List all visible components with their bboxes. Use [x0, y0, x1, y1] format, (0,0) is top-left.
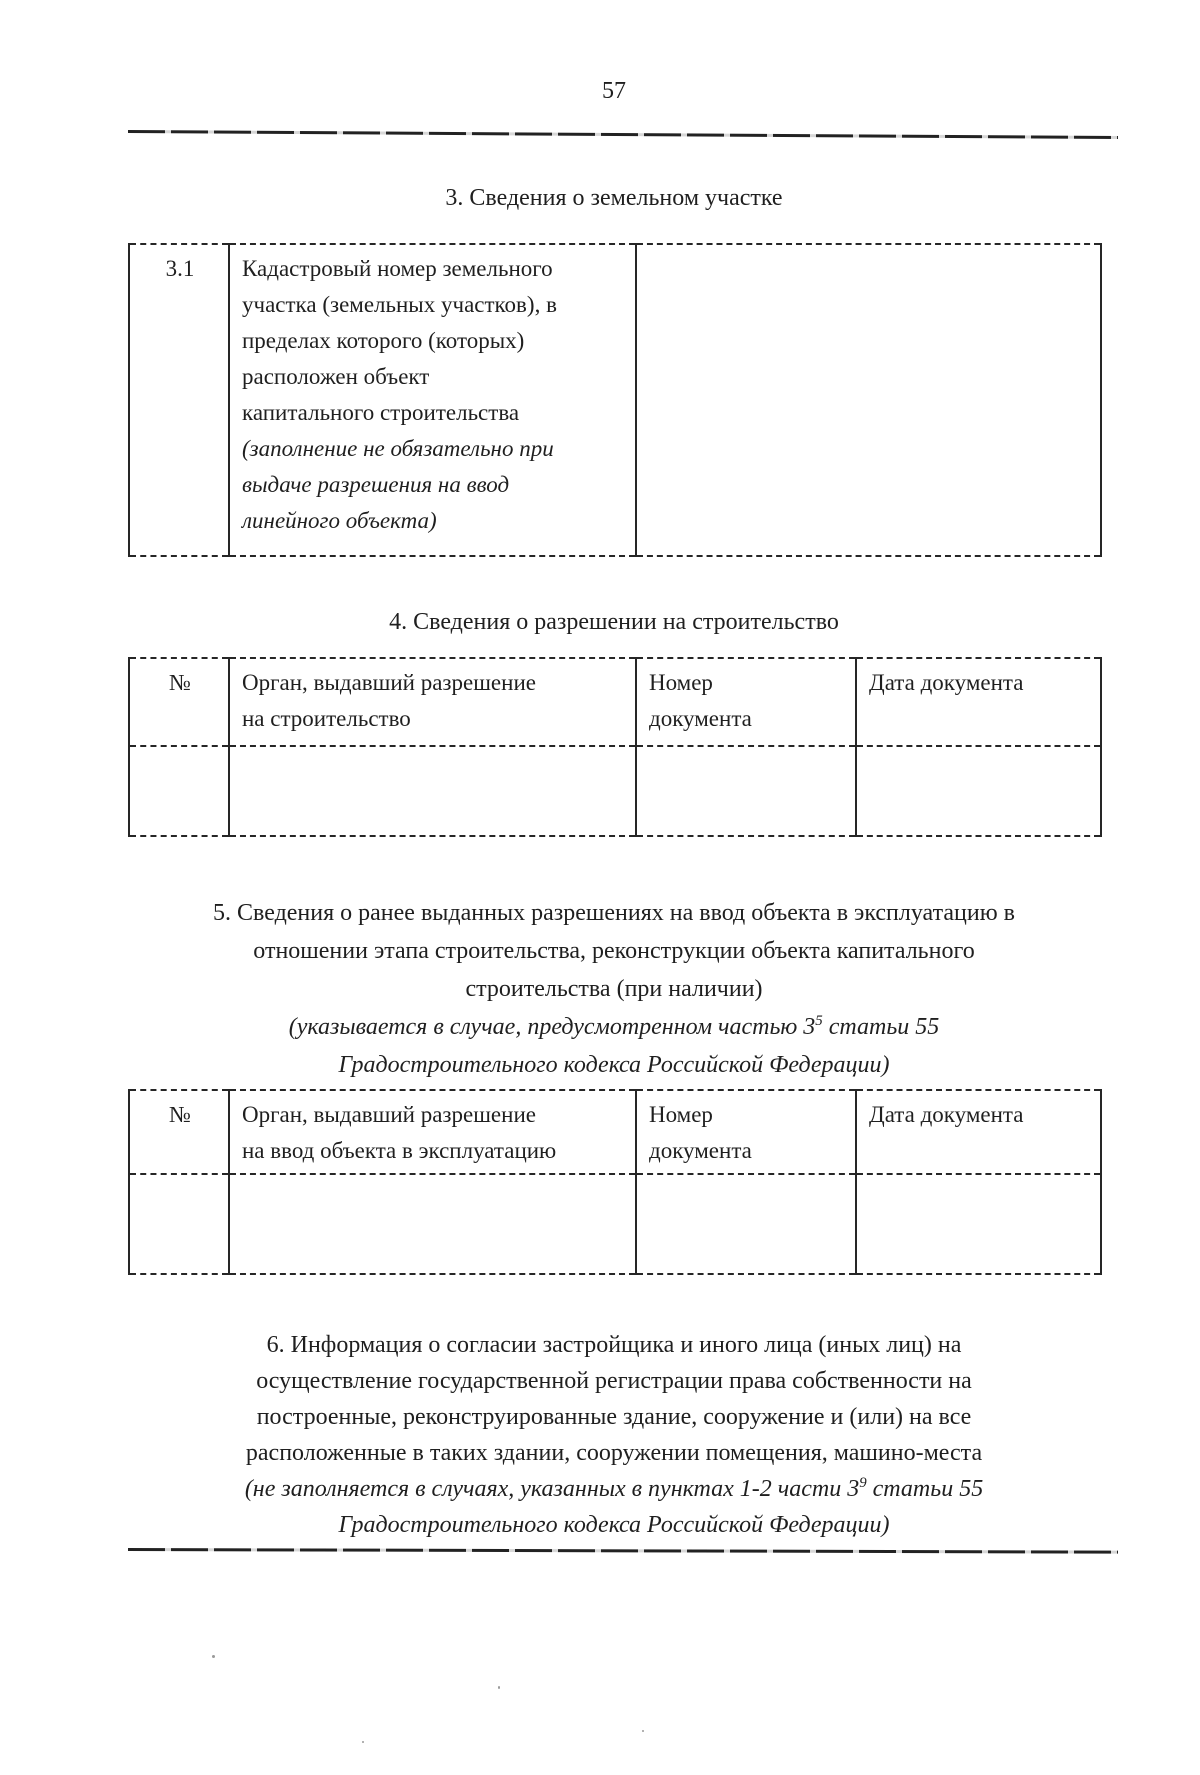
- header-document-date: Дата документа: [855, 1089, 1102, 1175]
- scan-speck: [362, 1741, 364, 1743]
- empty-cell: [228, 745, 637, 837]
- header-document-number: Номер документа: [635, 1089, 857, 1175]
- paragraph-line: расположенные в таких здании, сооружении…: [245, 1440, 983, 1466]
- header-number-sign: №: [128, 1089, 230, 1175]
- note-line: (указывается в случае, предусмотренном ч…: [128, 1008, 1100, 1046]
- row-label-text: Кадастровый номер земельного участка (зе…: [242, 256, 557, 425]
- header-document-date: Дата документа: [855, 657, 1102, 747]
- header-issuing-authority: Орган, выдавший разрешение на строительс…: [228, 657, 637, 747]
- scan-speck: [212, 1655, 215, 1658]
- section5-heading: 5. Сведения о ранее выданных разрешениях…: [128, 894, 1100, 1084]
- paragraph-line: осуществление государственной регистраци…: [256, 1368, 972, 1394]
- empty-cell: [855, 1173, 1102, 1275]
- table-row: 3.1 Кадастровый номер земельного участка…: [128, 243, 1102, 557]
- scanned-document-page: { "colors": { "ink": "#1f1f1f", "paper":…: [0, 78, 1200, 1775]
- empty-cell: [128, 745, 230, 837]
- empty-cell: [855, 745, 1102, 837]
- header-row: № Орган, выдавший разрешение на строител…: [128, 657, 1102, 747]
- empty-data-row: [128, 745, 1102, 837]
- page-number: 57: [602, 78, 626, 104]
- note-text: (указывается в случае, предусмотренном ч…: [288, 1014, 816, 1040]
- note-text: статьи 55: [866, 1476, 984, 1502]
- empty-data-row: [128, 1173, 1102, 1275]
- top-rule: [127, 130, 1118, 140]
- scan-speck: [498, 1686, 500, 1689]
- note-line: Градостроительного кодекса Российской Фе…: [338, 1512, 890, 1538]
- row-label-note: (заполнение не обязательно при выдаче ра…: [242, 436, 554, 533]
- note-text: статьи 55: [822, 1014, 940, 1040]
- section4-table: № Орган, выдавший разрешение на строител…: [128, 657, 1102, 837]
- paragraph-line: построенные, реконструированные здание, …: [256, 1404, 972, 1430]
- empty-cell: [635, 1173, 857, 1275]
- note-line: (не заполняется в случаях, указанных в п…: [128, 1471, 1100, 1507]
- row-id-cell: 3.1: [128, 243, 230, 557]
- row-label-cell: Кадастровый номер земельного участка (зе…: [228, 243, 637, 557]
- section3-heading: 3. Сведения о земельном участке: [445, 185, 783, 211]
- section3-table: 3.1 Кадастровый номер земельного участка…: [128, 243, 1102, 557]
- page-content: 57 3. Сведения о земельном участке 3.1 К…: [127, 78, 1119, 1554]
- paragraph-line: 6. Информация о согласии застройщика и и…: [266, 1332, 962, 1358]
- superscript: 5: [815, 1013, 823, 1029]
- section5-table: № Орган, выдавший разрешение на ввод объ…: [128, 1089, 1102, 1275]
- note-text: (не заполняется в случаях, указанных в п…: [244, 1476, 860, 1502]
- section4-heading: 4. Сведения о разрешении на строительств…: [389, 609, 839, 635]
- row-value-cell: [635, 243, 1102, 557]
- note-line: Градостроительного кодекса Российской Фе…: [338, 1052, 890, 1078]
- empty-cell: [128, 1173, 230, 1275]
- empty-cell: [635, 745, 857, 837]
- header-row: № Орган, выдавший разрешение на ввод объ…: [128, 1089, 1102, 1175]
- bottom-rule: [127, 1548, 1119, 1554]
- superscript: 9: [859, 1475, 867, 1491]
- empty-cell: [228, 1173, 637, 1275]
- header-number-sign: №: [128, 657, 230, 747]
- heading-line: строительства (при наличии): [465, 976, 763, 1002]
- section6-paragraph: 6. Информация о согласии застройщика и и…: [128, 1327, 1100, 1543]
- header-document-number: Номер документа: [635, 657, 857, 747]
- header-issuing-authority: Орган, выдавший разрешение на ввод объек…: [228, 1089, 637, 1175]
- heading-line: 5. Сведения о ранее выданных разрешениях…: [213, 900, 1015, 926]
- heading-line: отношении этапа строительства, реконстру…: [253, 938, 975, 964]
- scan-speck: [642, 1730, 644, 1732]
